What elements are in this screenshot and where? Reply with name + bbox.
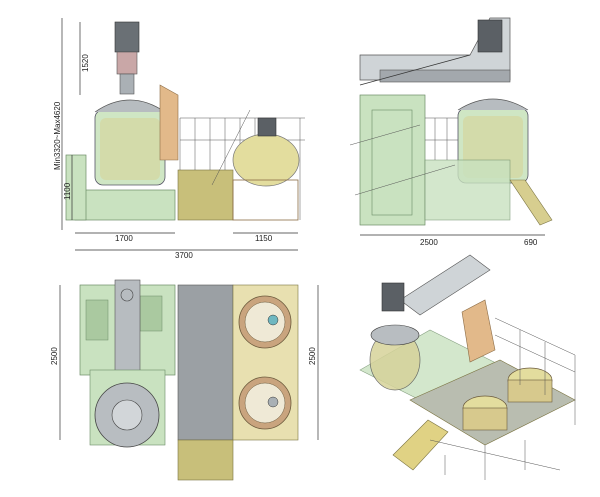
side-view: 2500 690 — [349, 17, 553, 247]
side-dim-width-stairs: 690 — [524, 238, 538, 247]
top-dim-depth-left: 2500 — [50, 347, 59, 365]
iso-railing — [429, 317, 576, 480]
front-side-stand — [232, 179, 299, 221]
side-stairs — [509, 179, 553, 226]
front-dim-height-base: 1100 — [63, 182, 72, 200]
iso-panel — [461, 299, 496, 363]
side-railing — [349, 117, 458, 196]
front-dimension-lines — [61, 18, 298, 251]
front-gearbox — [116, 51, 138, 75]
top-dim-depth-right: 2500 — [308, 347, 317, 365]
front-dim-width-left: 1700 — [115, 234, 133, 243]
top-stairs — [177, 439, 234, 481]
front-base-frame — [74, 189, 176, 221]
front-side-motor — [257, 117, 277, 137]
isometric-view — [359, 254, 576, 480]
front-tank-jacket — [100, 118, 160, 180]
front-dim-width-total: 3700 — [175, 251, 193, 260]
front-tank-lid — [94, 99, 166, 113]
front-water-phase-tank — [232, 133, 300, 187]
front-view: 1520 Min3320~Max4620 1100 1700 1150 3700 — [53, 18, 305, 260]
side-drive-shaft — [379, 69, 511, 83]
front-oil-phase-panel — [159, 84, 179, 161]
iso-lifting-arm — [399, 254, 491, 316]
side-frame — [359, 94, 426, 226]
top-walkway-grating — [177, 284, 234, 441]
side-motor — [477, 19, 503, 53]
front-dim-height-top: 1520 — [81, 54, 90, 72]
iso-motor — [381, 282, 405, 312]
front-shaft-housing — [119, 73, 135, 95]
top-dimension-lines — [59, 285, 319, 440]
top-lifting-arm — [114, 279, 141, 381]
side-platform — [424, 159, 511, 221]
side-dim-width-main: 2500 — [420, 238, 438, 247]
front-platform — [177, 169, 234, 221]
front-motor — [114, 21, 140, 53]
front-dim-height-total: Min3320~Max4620 — [53, 101, 62, 170]
front-control-cabinet — [65, 154, 87, 221]
front-dim-width-right: 1150 — [255, 234, 273, 243]
iso-stairs — [392, 419, 449, 471]
top-view: 2500 2500 — [50, 279, 319, 481]
